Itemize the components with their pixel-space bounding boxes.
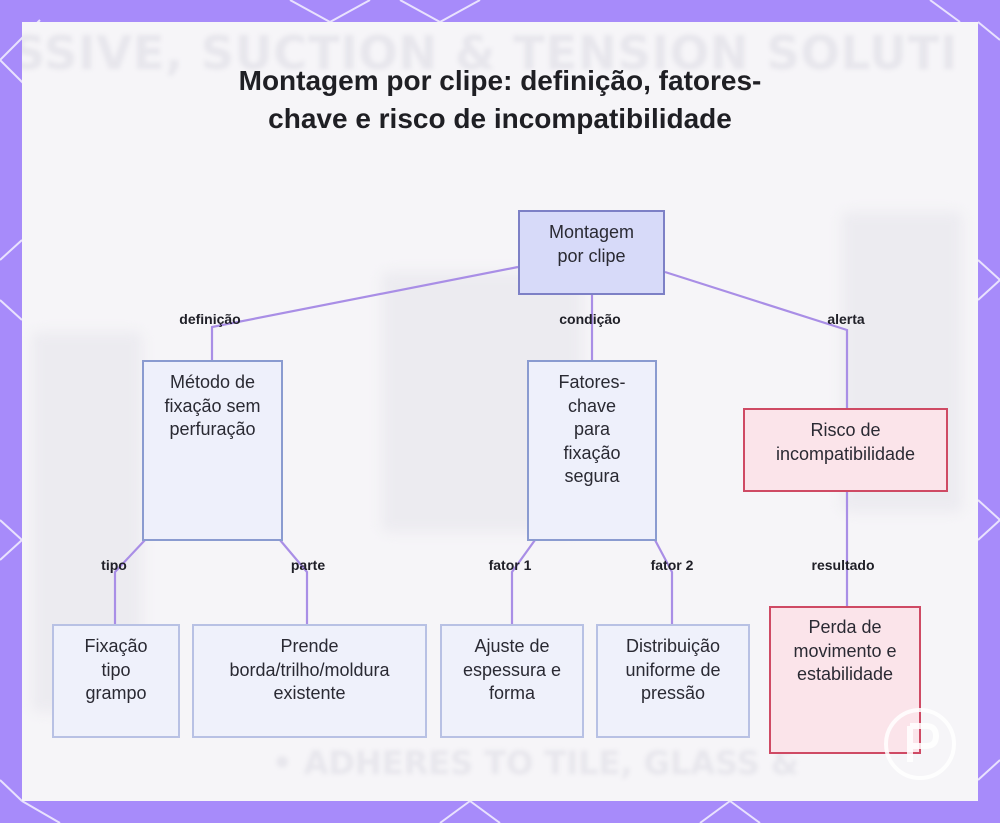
edge-label-definicao: definição [179, 311, 241, 327]
edge-label-fator2: fator 2 [650, 557, 694, 573]
node-montagem-por-clipe: Montagem por clipe [518, 210, 665, 295]
node-prende-borda: Prende borda/trilho/moldura existente [192, 624, 427, 738]
node-risco-incompatibilidade: Risco de incompatibilidade [743, 408, 948, 492]
edge-label-fator1: fator 1 [488, 557, 532, 573]
edge-parte [279, 539, 309, 624]
edge-label-resultado: resultado [811, 557, 875, 573]
node-ajuste-espessura: Ajuste de espessura e forma [440, 624, 584, 738]
node-metodo-fixacao: Método de fixação sem perfuração [142, 360, 283, 541]
edge-label-alerta: alerta [827, 311, 865, 327]
background-blur-banner: SSIVE, SUCTION & TENSION SOLUTI [22, 26, 959, 80]
edge-fator1 [510, 539, 536, 624]
edge-definicao [210, 265, 519, 360]
edge-label-condicao: condição [559, 311, 621, 327]
edge-fator2 [654, 539, 674, 624]
node-distribuicao-pressao: Distribuição uniforme de pressão [596, 624, 750, 738]
background-blur-bottom: • ADHERES TO TILE, GLASS & [272, 744, 799, 782]
edge-label-parte: parte [290, 557, 326, 573]
edge-alerta [664, 270, 849, 408]
edge-label-tipo: tipo [101, 557, 127, 573]
node-perda-movimento: Perda de movimento e estabilidade [769, 606, 921, 754]
edge-tipo [113, 539, 146, 624]
watermark-logo-icon [884, 708, 956, 780]
diagram-title: Montagem por clipe: definição, fatores-c… [238, 65, 762, 134]
node-fatores-chave: Fatores-chave para fixação segura [527, 360, 657, 541]
node-fixacao-tipo-grampo: Fixação tipo grampo [52, 624, 180, 738]
